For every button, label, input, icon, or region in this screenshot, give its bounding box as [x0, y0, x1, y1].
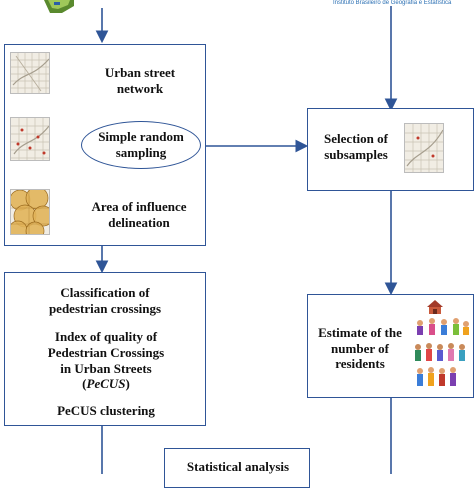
step-selection-of-subsamples: Selection of subsamples [324, 131, 388, 162]
step-pecus-clustering: PeCUS clustering [57, 403, 155, 418]
statistical-analysis-box: Statistical analysis [164, 448, 310, 488]
influence-area-map [10, 189, 50, 235]
step-area-of-influence: Area of influence delineation [91, 199, 187, 230]
pecus-line-1: Index of quality of [54, 329, 158, 344]
pecus-abbrev: PeCUS [86, 376, 126, 391]
step-classification-crossings: Classification of pedestrian crossings [48, 285, 162, 316]
sampling-box: Urban street network Simple random sampl… [4, 44, 206, 246]
pecus-box: Classification of pedestrian crossings I… [4, 272, 206, 426]
sampling-ellipse [81, 121, 201, 169]
step-urban-street-network: Urban street network [104, 65, 176, 96]
ibge-caption: Instituto Brasileiro de Geografia e Esta… [333, 0, 452, 6]
step-statistical-analysis: Statistical analysis [186, 459, 290, 474]
step-simple-random-sampling: Simple random sampling [98, 129, 184, 160]
subsample-box: Selection of subsamples [307, 108, 474, 191]
pecus-abbrev-row: (PeCUS) [82, 376, 130, 391]
subsample-map [404, 123, 444, 173]
connector-layer [95, 6, 398, 474]
pecus-line-3: in Urban Streets [60, 361, 152, 376]
residents-people-icon [412, 315, 472, 395]
top-left-logo [44, 0, 74, 14]
random-sampling-map [10, 117, 50, 161]
step-estimate-residents: Estimate of the number of residents [318, 325, 402, 372]
residents-box: Estimate of the number of residents [307, 294, 474, 398]
pecus-line-2: Pedestrian Crossings [47, 345, 165, 360]
street-network-map [10, 52, 50, 94]
house-icon [426, 299, 444, 315]
